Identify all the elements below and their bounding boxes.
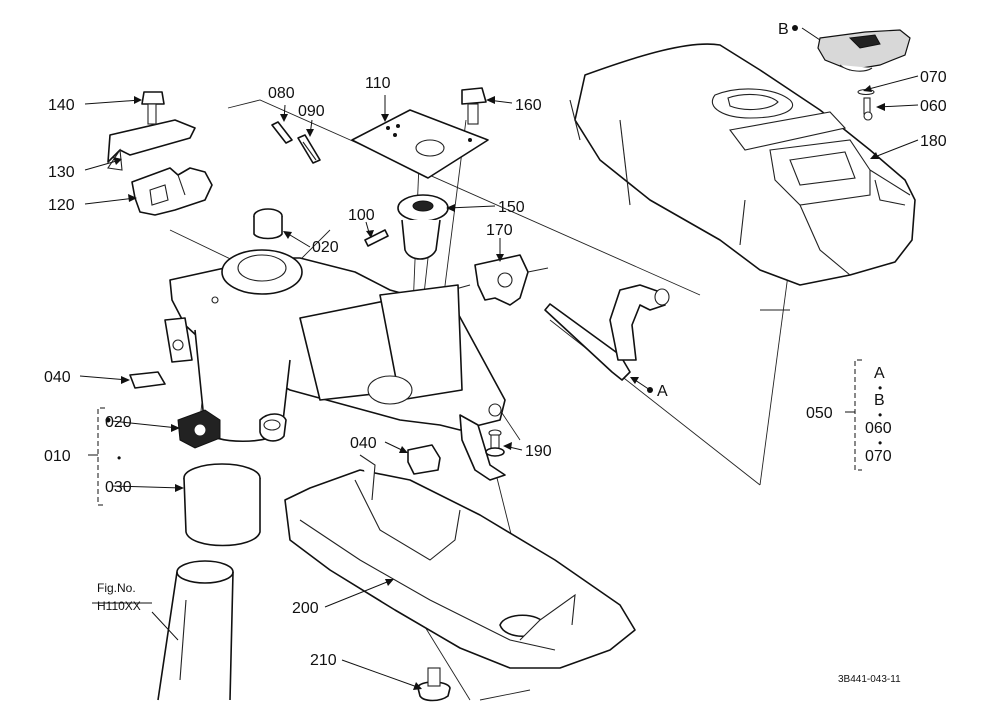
knob-b [817,29,911,72]
bracket-120 [131,167,213,216]
screw-060 [857,88,875,121]
figno-line2: H110XX [97,599,141,613]
figno-line1: Fig.No. [97,581,136,595]
label-190: 190 [525,443,552,460]
kit-050-060: 060 [865,420,892,437]
clamp-020 [177,409,221,449]
label-030: 030 [105,479,132,496]
kit-050-sep1: • [878,381,882,395]
lower-tube [157,560,234,701]
label-150: 150 [498,199,525,216]
label-100: 100 [348,207,375,224]
screw-140 [141,91,165,125]
plate-110 [351,109,489,179]
kit-050-sep3: • [878,436,882,450]
part-labels: 140 130 120 080 090 110 160 150 170 100 … [44,21,947,685]
rubber-040-right [407,444,441,475]
label-060: 060 [920,98,947,115]
label-180: 180 [920,133,947,150]
kit-010-sep: • [117,451,121,465]
pin-080 [271,121,293,144]
screw-160 [461,87,487,125]
leader-lines [79,27,919,690]
kit-050-a: A [874,365,885,382]
drawing-code: 3B441-043-11 [838,674,901,685]
spring-pin-090 [297,134,321,164]
label-020-kit: 020 [105,414,132,431]
figno-reference [92,602,179,641]
label-040-left: 040 [44,369,71,386]
kit-010-dot [105,417,111,423]
ref-dot-b [792,25,798,31]
label-120: 120 [48,197,75,214]
label-010: 010 [44,448,71,465]
upper-cover-180 [569,43,916,286]
sleeve-030 [183,463,261,547]
label-170: 170 [486,222,513,239]
pin-100 [364,229,389,247]
bushing-150 [397,194,449,260]
label-140: 140 [48,97,75,114]
label-210: 210 [310,652,337,669]
label-ref-b: B [778,21,789,38]
label-160: 160 [515,97,542,114]
screw-190 [485,429,505,457]
kit-050-sep2: • [878,408,882,422]
label-070: 070 [920,69,947,86]
screw-210 [417,667,451,702]
label-050: 050 [806,405,833,422]
bracket-130 [107,119,196,171]
label-200: 200 [292,600,319,617]
label-130: 130 [48,164,75,181]
kit-050-070: 070 [865,448,892,465]
collar-020 [253,208,283,240]
ref-dot-a [647,387,653,393]
label-080: 080 [268,85,295,102]
rubber-040-left [129,371,166,389]
kit-050-b: B [874,392,885,409]
label-ref-a: A [657,383,668,400]
label-090: 090 [298,103,325,120]
lower-cover-200 [284,454,636,669]
kit-brackets [88,359,862,506]
main-bracket [164,249,506,481]
label-020-top: 020 [312,239,339,256]
steering-column-010 [194,329,291,443]
label-040-right: 040 [350,435,377,452]
clip-170 [451,254,549,306]
shift-rod-a [544,284,670,381]
label-110: 110 [365,75,391,92]
